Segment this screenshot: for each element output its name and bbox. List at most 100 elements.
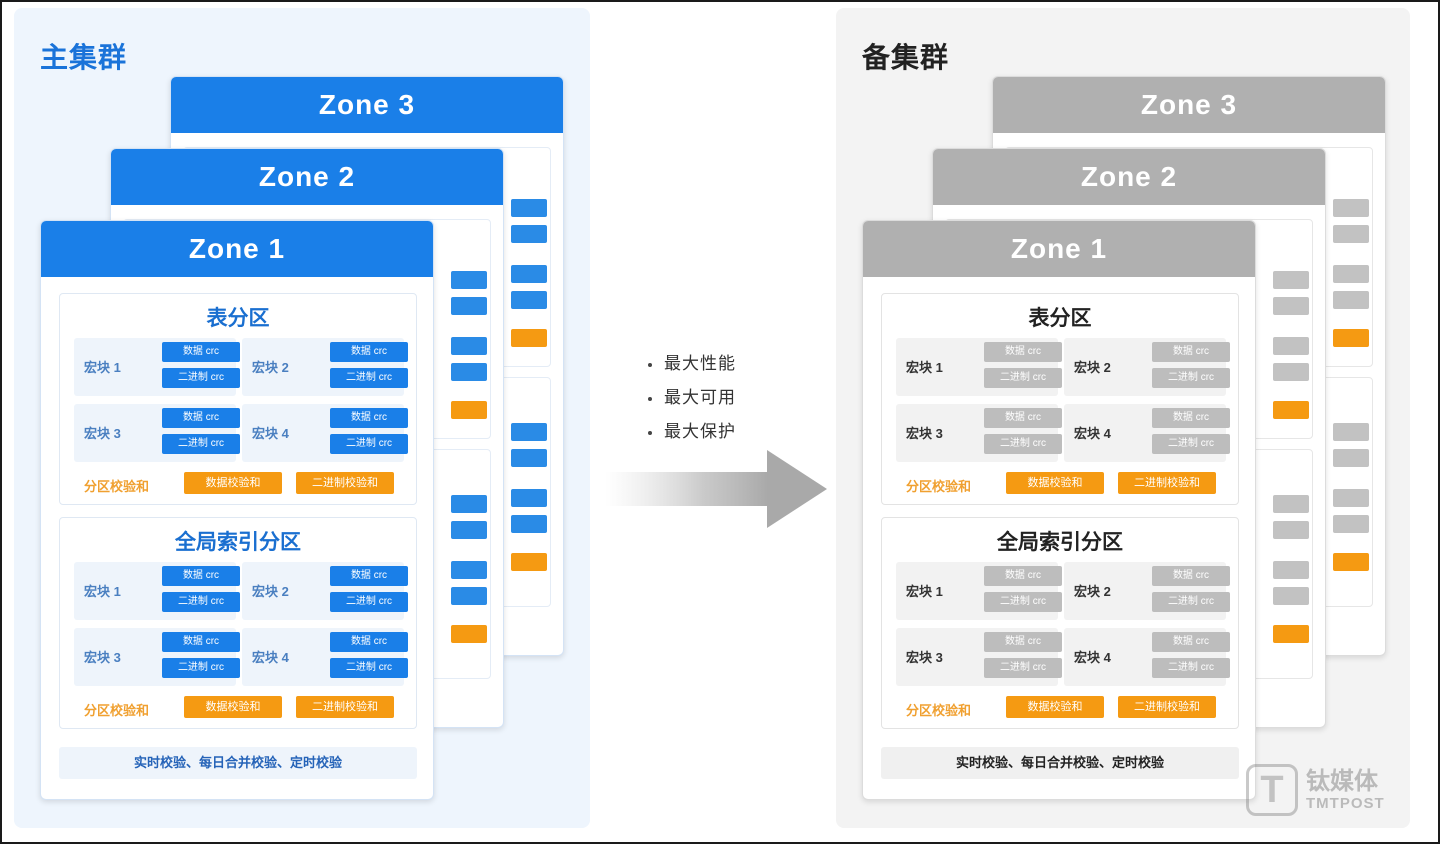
verify-methods: 实时校验、每日合并校验、定时校验 [59,747,417,779]
macro-block-2: 宏块 2 数据 crc 二进制 crc [1064,338,1230,396]
zone-header: Zone 2 [933,149,1325,205]
data-checksum: 数据校验和 [184,472,282,494]
tmtpost-watermark: T 钛媒体 TMTPOST [1246,764,1385,816]
macro-block-2: 宏块 2 数据 crc 二进制 crc [1064,562,1230,620]
data-crc: 数据 crc [984,566,1062,586]
partition-title: 全局索引分区 [175,531,301,554]
data-crc: 数据 crc [162,342,240,362]
standby-cluster-title: 备集群 [862,42,950,73]
macro-block-3: 宏块 3 数据 crc 二进制 crc [74,628,240,686]
binary-crc: 二进制 crc [330,434,408,454]
data-crc: 数据 crc [984,342,1062,362]
macro-block-4: 宏块 4 数据 crc 二进制 crc [242,628,408,686]
data-crc: 数据 crc [1152,632,1230,652]
macro-label: 宏块 4 [252,650,289,665]
macro-label: 宏块 3 [84,426,121,441]
checksum-label: 分区校验和 [84,703,150,718]
binary-checksum: 二进制校验和 [296,472,394,494]
macro-label: 宏块 2 [1074,584,1111,599]
index-partition: 全局索引分区 宏块 1 数据 crc 二进制 crc 宏块 2 数据 crc 二… [881,517,1239,729]
binary-crc: 二进制 crc [1152,658,1230,678]
data-crc: 数据 crc [162,632,240,652]
macro-block-3: 宏块 3 数据 crc 二进制 crc [896,404,1062,462]
data-crc: 数据 crc [1152,566,1230,586]
binary-crc: 二进制 crc [330,592,408,612]
data-checksum: 数据校验和 [1006,696,1104,718]
partition-title: 表分区 [1028,307,1092,330]
macro-block-1: 宏块 1 数据 crc 二进制 crc [74,562,240,620]
binary-checksum: 二进制校验和 [296,696,394,718]
binary-crc: 二进制 crc [984,434,1062,454]
binary-crc: 二进制 crc [1152,592,1230,612]
data-crc: 数据 crc [330,408,408,428]
watermark-cn: 钛媒体 [1306,767,1378,795]
data-crc: 数据 crc [330,632,408,652]
binary-crc: 二进制 crc [162,592,240,612]
partition-title: 表分区 [206,307,270,330]
primary-cluster-title: 主集群 [40,42,128,73]
primary-zone-1: Zone 1 表分区 宏块 1 数据 crc 二进制 crc 宏块 2 数据 c… [40,220,434,800]
macro-block-4: 宏块 4 数据 crc 二进制 crc [1064,404,1230,462]
macro-block-2: 宏块 2 数据 crc 二进制 crc [242,562,408,620]
partition-title: 全局索引分区 [997,531,1123,554]
binary-crc: 二进制 crc [162,368,240,388]
binary-crc: 二进制 crc [1152,368,1230,388]
watermark-en: TMTPOST [1306,794,1385,812]
checksum-label: 分区校验和 [906,703,972,718]
benefits-list: 最大性能 最大可用 最大保护 [648,350,736,452]
binary-checksum: 二进制校验和 [1118,472,1216,494]
partition-checksum-row: 分区校验和 数据校验和 二进制校验和 [892,696,1228,720]
binary-crc: 二进制 crc [1152,434,1230,454]
data-crc: 数据 crc [330,342,408,362]
benefit-item: 最大保护 [648,418,736,452]
partition-checksum-row: 分区校验和 数据校验和 二进制校验和 [892,472,1228,496]
macro-block-2: 宏块 2 数据 crc 二进制 crc [242,338,408,396]
checksum-label: 分区校验和 [84,479,150,494]
macro-block-4: 宏块 4 数据 crc 二进制 crc [1064,628,1230,686]
macro-label: 宏块 1 [906,584,943,599]
index-partition: 全局索引分区 宏块 1 数据 crc 二进制 crc 宏块 2 数据 crc 二… [59,517,417,729]
macro-label: 宏块 4 [1074,426,1111,441]
macro-block-1: 宏块 1 数据 crc 二进制 crc [896,562,1062,620]
tmtpost-logo-icon: T [1246,764,1298,816]
verify-methods: 实时校验、每日合并校验、定时校验 [881,747,1239,779]
data-checksum: 数据校验和 [184,696,282,718]
zone-header: Zone 3 [993,77,1385,133]
partition-checksum-row: 分区校验和 数据校验和 二进制校验和 [70,472,406,496]
macro-label: 宏块 2 [1074,360,1111,375]
binary-crc: 二进制 crc [162,658,240,678]
macro-block-1: 宏块 1 数据 crc 二进制 crc [74,338,240,396]
binary-checksum: 二进制校验和 [1118,696,1216,718]
macro-label: 宏块 1 [84,360,121,375]
data-checksum: 数据校验和 [1006,472,1104,494]
data-crc: 数据 crc [330,566,408,586]
data-crc: 数据 crc [162,408,240,428]
binary-crc: 二进制 crc [330,658,408,678]
zone-header: Zone 2 [111,149,503,205]
binary-crc: 二进制 crc [984,592,1062,612]
macro-label: 宏块 4 [1074,650,1111,665]
macro-label: 宏块 2 [252,360,289,375]
macro-block-4: 宏块 4 数据 crc 二进制 crc [242,404,408,462]
checksum-label: 分区校验和 [906,479,972,494]
data-crc: 数据 crc [984,408,1062,428]
zone-header: Zone 3 [171,77,563,133]
macro-label: 宏块 3 [906,426,943,441]
table-partition: 表分区 宏块 1 数据 crc 二进制 crc 宏块 2 数据 crc 二进制 … [59,293,417,505]
macro-label: 宏块 4 [252,426,289,441]
binary-crc: 二进制 crc [984,368,1062,388]
macro-label: 宏块 1 [906,360,943,375]
zone-header: Zone 1 [41,221,433,277]
binary-crc: 二进制 crc [330,368,408,388]
macro-label: 宏块 3 [84,650,121,665]
macro-block-3: 宏块 3 数据 crc 二进制 crc [896,628,1062,686]
right-arrow-icon [605,448,830,535]
zone-header: Zone 1 [863,221,1255,277]
binary-crc: 二进制 crc [162,434,240,454]
partition-checksum-row: 分区校验和 数据校验和 二进制校验和 [70,696,406,720]
macro-label: 宏块 3 [906,650,943,665]
macro-block-1: 宏块 1 数据 crc 二进制 crc [896,338,1062,396]
macro-label: 宏块 2 [252,584,289,599]
standby-zone-1: Zone 1 表分区 宏块 1 数据 crc 二进制 crc 宏块 2 数据 c… [862,220,1256,800]
